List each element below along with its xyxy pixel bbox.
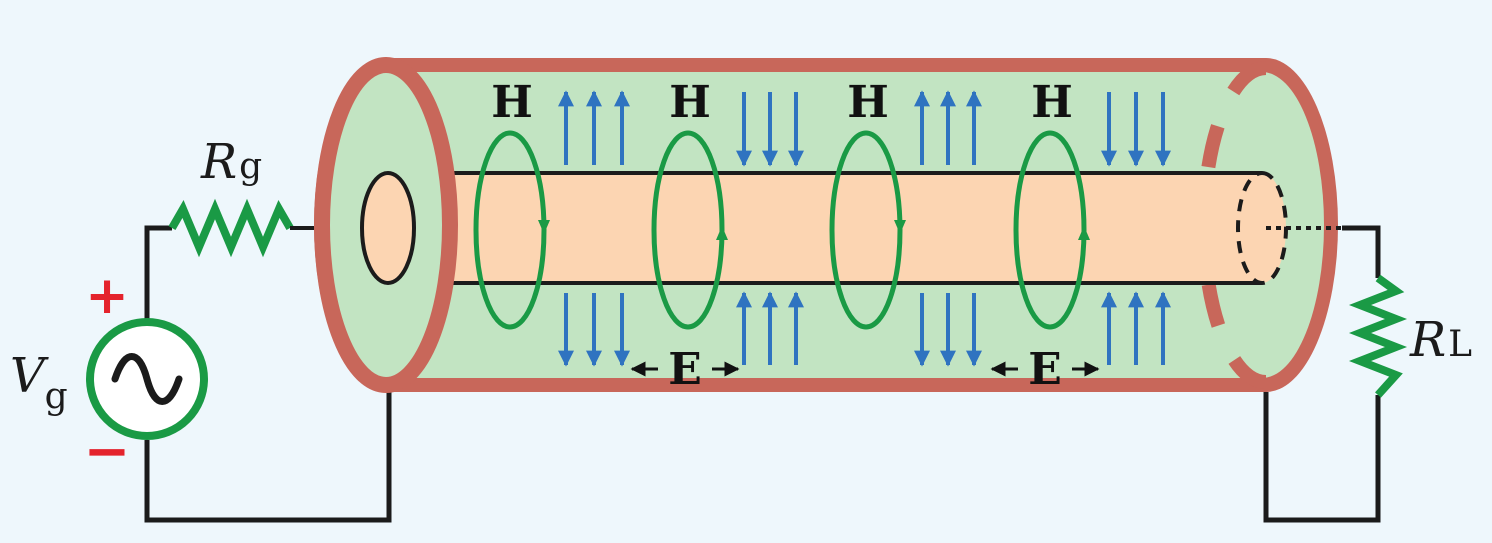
e-arrows-up-2	[736, 291, 804, 365]
source-return-wire	[144, 392, 392, 523]
h-field-label-4: H	[1031, 77, 1073, 128]
e-arrows-down-3	[914, 293, 982, 367]
load-resistor	[1348, 274, 1408, 398]
generator-resistance-label: Rg	[200, 134, 262, 190]
inner-conductor	[388, 173, 1286, 283]
e-arrows-up-3	[914, 90, 982, 165]
e-field-label-1: E	[668, 344, 702, 395]
generator-resistor	[168, 198, 294, 258]
inner-conductor-far-end	[1236, 171, 1288, 286]
e-arrows-up-4	[1101, 291, 1171, 365]
coaxial-cable	[314, 57, 1342, 393]
e-field-arrows	[558, 90, 1171, 367]
e-arrows-down-1	[558, 293, 630, 367]
near-end-inner-conductor-face	[360, 171, 416, 285]
h-field-label-2: H	[669, 77, 711, 128]
e-arrows-down-4	[1101, 92, 1171, 167]
h-loop-4-arrow	[1078, 226, 1090, 240]
positive-terminal-sign: +	[85, 266, 129, 326]
e-arrows-up-1	[558, 90, 630, 165]
h-loop-2-arrow	[716, 226, 728, 240]
ac-sine-source-icon	[111, 353, 183, 405]
negative-terminal-sign: −	[84, 419, 131, 484]
source-voltage-label: Vg	[10, 348, 68, 417]
near-end-rim	[314, 57, 458, 393]
h-field-label-1: H	[491, 77, 533, 128]
h-loop-direction-arrows	[538, 220, 1090, 240]
load-return-wire	[1263, 392, 1381, 523]
h-loop-3-arrow	[894, 220, 906, 234]
h-field-label-3: H	[847, 77, 889, 128]
e-field-label-2: E	[1028, 344, 1062, 395]
circuit-wires	[144, 225, 1381, 523]
source-to-resistor-wire	[144, 225, 172, 325]
load-top-wire	[1342, 225, 1381, 278]
load-resistance-label: RL	[1409, 312, 1472, 368]
e-arrows-down-2	[736, 92, 804, 167]
h-loop-1-arrow	[538, 220, 550, 234]
